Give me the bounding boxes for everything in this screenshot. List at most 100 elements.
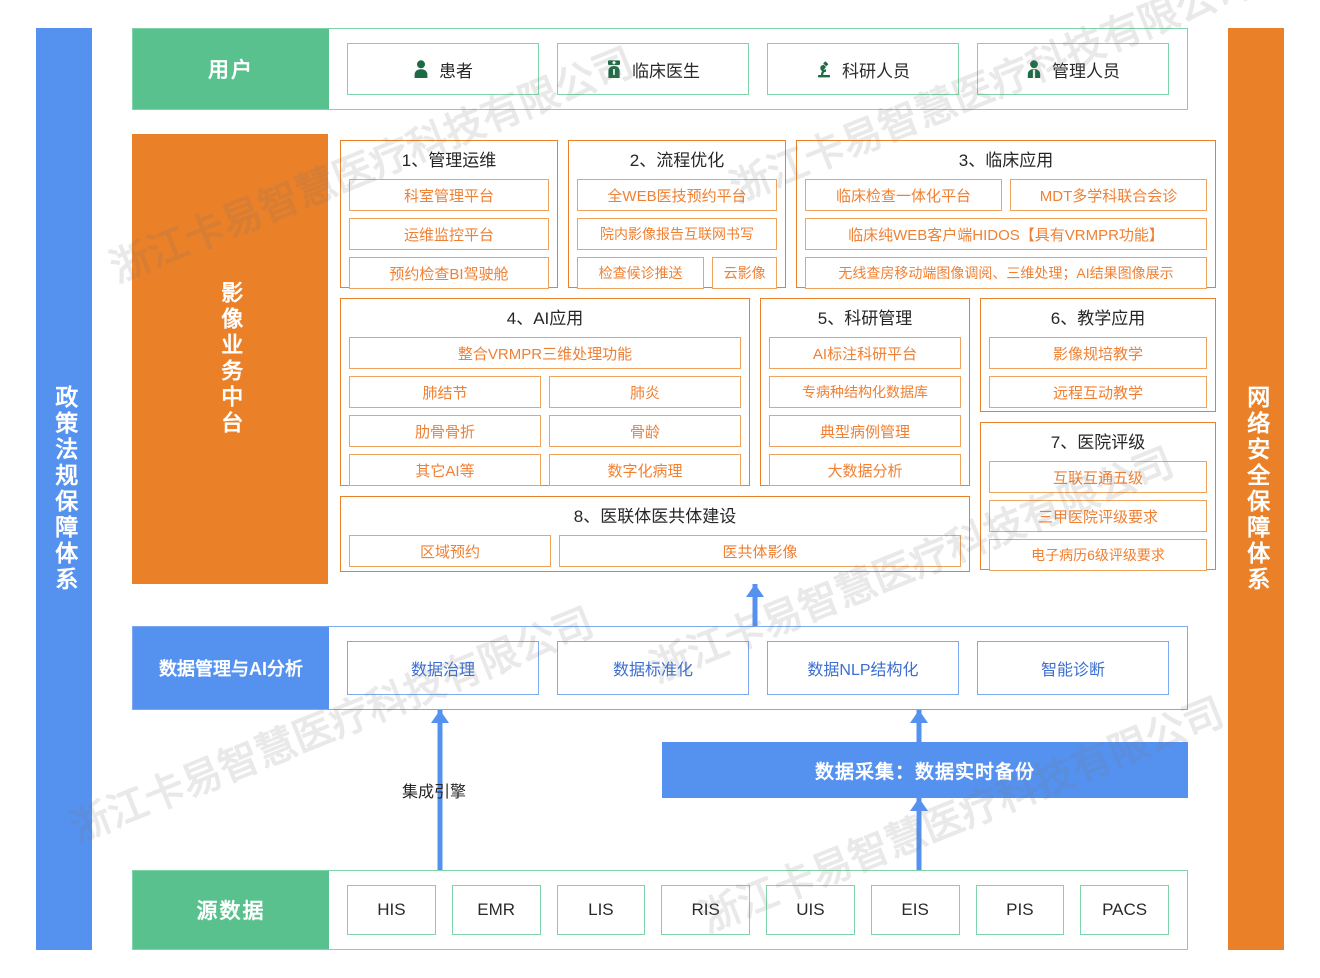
arrow-collection-to-dm [908, 710, 930, 744]
group-cell[interactable]: 科室管理平台 [349, 179, 549, 211]
dm-card-intelligent-diagnosis[interactable]: 智能诊断 [977, 641, 1169, 695]
manager-icon [1026, 60, 1042, 78]
arrow-head [910, 798, 928, 811]
users-band-label: 用户 [133, 29, 329, 109]
group-cell[interactable]: 运维监控平台 [349, 218, 549, 250]
group-cell[interactable]: 三甲医院评级要求 [989, 500, 1207, 532]
arrow-stem [437, 710, 443, 870]
arrow-head [910, 710, 928, 723]
user-card-researcher[interactable]: 科研人员 [767, 43, 959, 95]
source-data-label-text: 源数据 [196, 900, 266, 923]
group-cell[interactable]: 典型病例管理 [769, 415, 961, 447]
group-title: 8、医联体医共体建设 [573, 507, 737, 526]
user-card-label: 临床医生 [632, 61, 700, 81]
network-security-label: 网络安全保障体系 [1243, 385, 1270, 593]
group-cell[interactable]: 大数据分析 [769, 454, 961, 486]
group-cell[interactable]: 骨龄 [549, 415, 741, 447]
arrow-stem [916, 798, 922, 870]
source-card-pacs[interactable]: PACS [1080, 885, 1169, 935]
group-title: 6、教学应用 [1050, 309, 1146, 328]
group-cell[interactable]: 肋骨骨折 [349, 415, 541, 447]
group-row: 科室管理平台 [349, 179, 549, 211]
group-row: 三甲医院评级要求 [989, 500, 1207, 532]
source-data-label: 源数据 [133, 871, 329, 949]
group-row: 预约检查BI驾驶舱 [349, 257, 549, 289]
policy-guarantee-label: 政策法规保障体系 [51, 385, 78, 593]
group-row: 全WEB医技预约平台 [577, 179, 777, 211]
group-row: 电子病历6级评级要求 [989, 539, 1207, 571]
source-card-lis[interactable]: LIS [556, 885, 646, 935]
group-row: 区域预约 医共体影像 [349, 535, 961, 567]
group-row: 远程互动教学 [989, 376, 1207, 408]
doctor-icon [606, 60, 622, 78]
data-management-label-text: 数据管理与AI分析 [159, 659, 303, 679]
user-card-label: 管理人员 [1052, 61, 1120, 81]
group-cell[interactable]: 肺结节 [349, 376, 541, 408]
group-cell[interactable]: 电子病历6级评级要求 [989, 539, 1207, 571]
group-row: 大数据分析 [769, 454, 961, 486]
group-row: 临床检查一体化平台 MDT多学科联合会诊 [805, 179, 1207, 211]
arrow-stem [916, 710, 922, 744]
arrow-head [746, 584, 764, 597]
imaging-platform-band: 影像业务中台 1、管理运维 科室管理平台 运维监控平台 预约检查BI驾驶舱 2、… [132, 134, 1216, 584]
group-cell[interactable]: 数字化病理 [549, 454, 741, 486]
user-card-manager[interactable]: 管理人员 [977, 43, 1169, 95]
group-cell[interactable]: 云影像 [712, 257, 777, 289]
group-ai-application: 4、AI应用 整合VRMPR三维处理功能 肺结节 肺炎 肋骨骨折 骨龄 其它AI… [340, 298, 750, 486]
group-row: 运维监控平台 [349, 218, 549, 250]
group-research-management: 5、科研管理 AI标注科研平台 专病种结构化数据库 典型病例管理 大数据分析 [760, 298, 970, 486]
group-cell[interactable]: MDT多学科联合会诊 [1010, 179, 1207, 211]
user-card-clinician[interactable]: 临床医生 [557, 43, 749, 95]
policy-guarantee-bar: 政策法规保障体系 [36, 28, 92, 950]
source-card-ris[interactable]: RIS [661, 885, 750, 935]
group-cell[interactable]: 整合VRMPR三维处理功能 [349, 337, 741, 369]
group-cell[interactable]: 临床纯WEB客户端HIDOS【具有VRMPR功能】 [805, 218, 1207, 250]
group-cell[interactable]: 无线查房移动端图像调阅、三维处理；AI结果图像展示 [805, 257, 1207, 289]
group-row: 无线查房移动端图像调阅、三维处理；AI结果图像展示 [805, 257, 1207, 289]
user-card-label: 患者 [439, 61, 473, 81]
dm-card-governance[interactable]: 数据治理 [347, 641, 539, 695]
group-row: 典型病例管理 [769, 415, 961, 447]
group-cell[interactable]: 临床检查一体化平台 [805, 179, 1002, 211]
platform-groups-area: 1、管理运维 科室管理平台 运维监控平台 预约检查BI驾驶舱 2、流程优化 全W… [328, 134, 1216, 584]
source-card-eis[interactable]: EIS [870, 885, 960, 935]
group-cell[interactable]: 预约检查BI驾驶舱 [349, 257, 549, 289]
group-row: 影像规培教学 [989, 337, 1207, 369]
group-cell[interactable]: 检查候诊推送 [577, 257, 705, 289]
group-cell[interactable]: 影像规培教学 [989, 337, 1207, 369]
group-management-ops: 1、管理运维 科室管理平台 运维监控平台 预约检查BI驾驶舱 [340, 140, 558, 289]
source-card-pis[interactable]: PIS [975, 885, 1065, 935]
group-cell[interactable]: 其它AI等 [349, 454, 541, 486]
users-item-list: 患者 临床医生 科研人员 管理人员 [329, 29, 1187, 109]
group-cell[interactable]: 专病种结构化数据库 [769, 376, 961, 408]
group-cell[interactable]: 医共体影像 [559, 535, 961, 567]
imaging-platform-label: 影像业务中台 [132, 134, 328, 584]
group-cell[interactable]: 远程互动教学 [989, 376, 1207, 408]
connector-area: 集成引擎 数据采集：数据实时备份 [132, 710, 1188, 870]
group-process-optimization: 2、流程优化 全WEB医技预约平台 院内影像报告互联网书写 检查候诊推送 云影像 [568, 140, 786, 289]
data-management-item-list: 数据治理 数据标准化 数据NLP结构化 智能诊断 [329, 627, 1187, 709]
group-medical-alliance: 8、医联体医共体建设 区域预约 医共体影像 [340, 496, 970, 572]
arrow-platform-up [744, 584, 766, 626]
users-band-label-text: 用户 [208, 59, 254, 82]
group-cell[interactable]: 互联互通五级 [989, 461, 1207, 493]
group-cell[interactable]: 肺炎 [549, 376, 741, 408]
dm-card-nlp-structuring[interactable]: 数据NLP结构化 [767, 641, 959, 695]
source-card-emr[interactable]: EMR [451, 885, 541, 935]
user-card-patient[interactable]: 患者 [347, 43, 539, 95]
group-cell[interactable]: 区域预约 [349, 535, 551, 567]
group-cell[interactable]: 全WEB医技预约平台 [577, 179, 777, 211]
integration-engine-label: 集成引擎 [402, 784, 467, 801]
source-card-uis[interactable]: UIS [766, 885, 855, 935]
group-title: 5、科研管理 [817, 309, 913, 328]
group-row: 临床纯WEB客户端HIDOS【具有VRMPR功能】 [805, 218, 1207, 250]
group-cell[interactable]: 院内影像报告互联网书写 [577, 218, 777, 250]
group-title: 4、AI应用 [506, 309, 584, 328]
group-cell[interactable]: AI标注科研平台 [769, 337, 961, 369]
group-title: 2、流程优化 [629, 151, 725, 170]
group-row: 检查候诊推送 云影像 [577, 257, 777, 289]
microscope-icon [816, 60, 832, 78]
dm-card-standardization[interactable]: 数据标准化 [557, 641, 749, 695]
source-card-his[interactable]: HIS [347, 885, 436, 935]
